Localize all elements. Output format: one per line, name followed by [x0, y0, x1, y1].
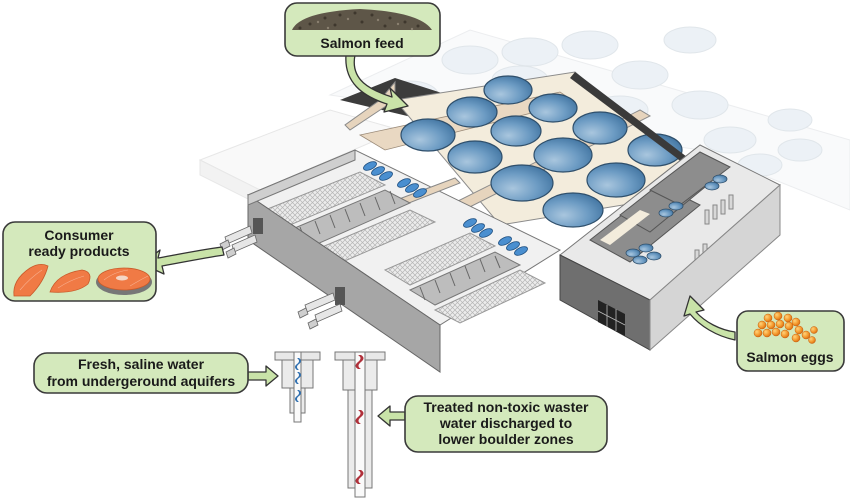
- building-window: [597, 300, 626, 336]
- salmon-eggs-icon: [753, 311, 818, 344]
- blue-cylinders: [363, 161, 528, 256]
- fish-tank: [447, 140, 503, 174]
- feed-arrow: [345, 54, 409, 113]
- loading-door: [253, 218, 263, 234]
- fish-tank: [586, 162, 646, 198]
- water-inflow-icon: [295, 358, 301, 402]
- fish-tank: [400, 118, 456, 152]
- fish-tank: [490, 115, 542, 147]
- raceway-building: [246, 149, 562, 373]
- fish-tank: [572, 111, 628, 145]
- water-discharge-icon: [355, 355, 364, 484]
- callout-label-line3: lower boulder zones: [438, 431, 574, 447]
- callout-salmon-eggs: Salmon eggs: [736, 310, 845, 372]
- fish-tank: [533, 137, 593, 173]
- fish-tank: [446, 96, 498, 128]
- fish-tank: [542, 192, 604, 228]
- fish-tank: [528, 93, 578, 123]
- discharge-arrow: [377, 405, 406, 427]
- callout-label-line2: water discharged to: [439, 415, 572, 431]
- arrows: [141, 54, 736, 427]
- callout-label-line1: Treated non-toxic waster: [424, 399, 589, 415]
- truck: [297, 292, 336, 319]
- callout-label: Salmon eggs: [746, 349, 833, 365]
- callout-salmon-feed: Salmon feed: [284, 2, 441, 57]
- callout-label-line2: ready products: [28, 243, 129, 259]
- truck: [225, 234, 258, 259]
- discharge-well: [334, 351, 386, 498]
- callout-fresh-water: Fresh, saline water from undergeround aq…: [33, 352, 249, 394]
- truck: [307, 303, 343, 330]
- eggs-arrow: [683, 295, 736, 341]
- callout-label-line1: Fresh, saline water: [78, 356, 205, 372]
- fish-tanks: [400, 75, 683, 228]
- feed-pellets-icon: [292, 9, 432, 31]
- salmon-fillets-icon: [13, 264, 152, 297]
- hatchery-wing: [559, 144, 781, 352]
- callout-label-line1: Consumer: [44, 227, 114, 243]
- grow-out-tank-hall: [340, 71, 720, 228]
- fish-tank: [483, 75, 533, 105]
- callout-waste-water: Treated non-toxic waster water discharge…: [404, 395, 608, 453]
- hatchery-tanks: [625, 174, 728, 265]
- fish-tank: [490, 164, 554, 202]
- inflow-well: [274, 351, 321, 423]
- callout-label-line2: from undergeround aquifers: [47, 373, 235, 389]
- callout-label: Salmon feed: [320, 35, 403, 51]
- callout-consumer-products: Consumer ready products: [2, 221, 157, 302]
- inflow-arrow: [247, 365, 279, 387]
- loading-door: [335, 287, 345, 305]
